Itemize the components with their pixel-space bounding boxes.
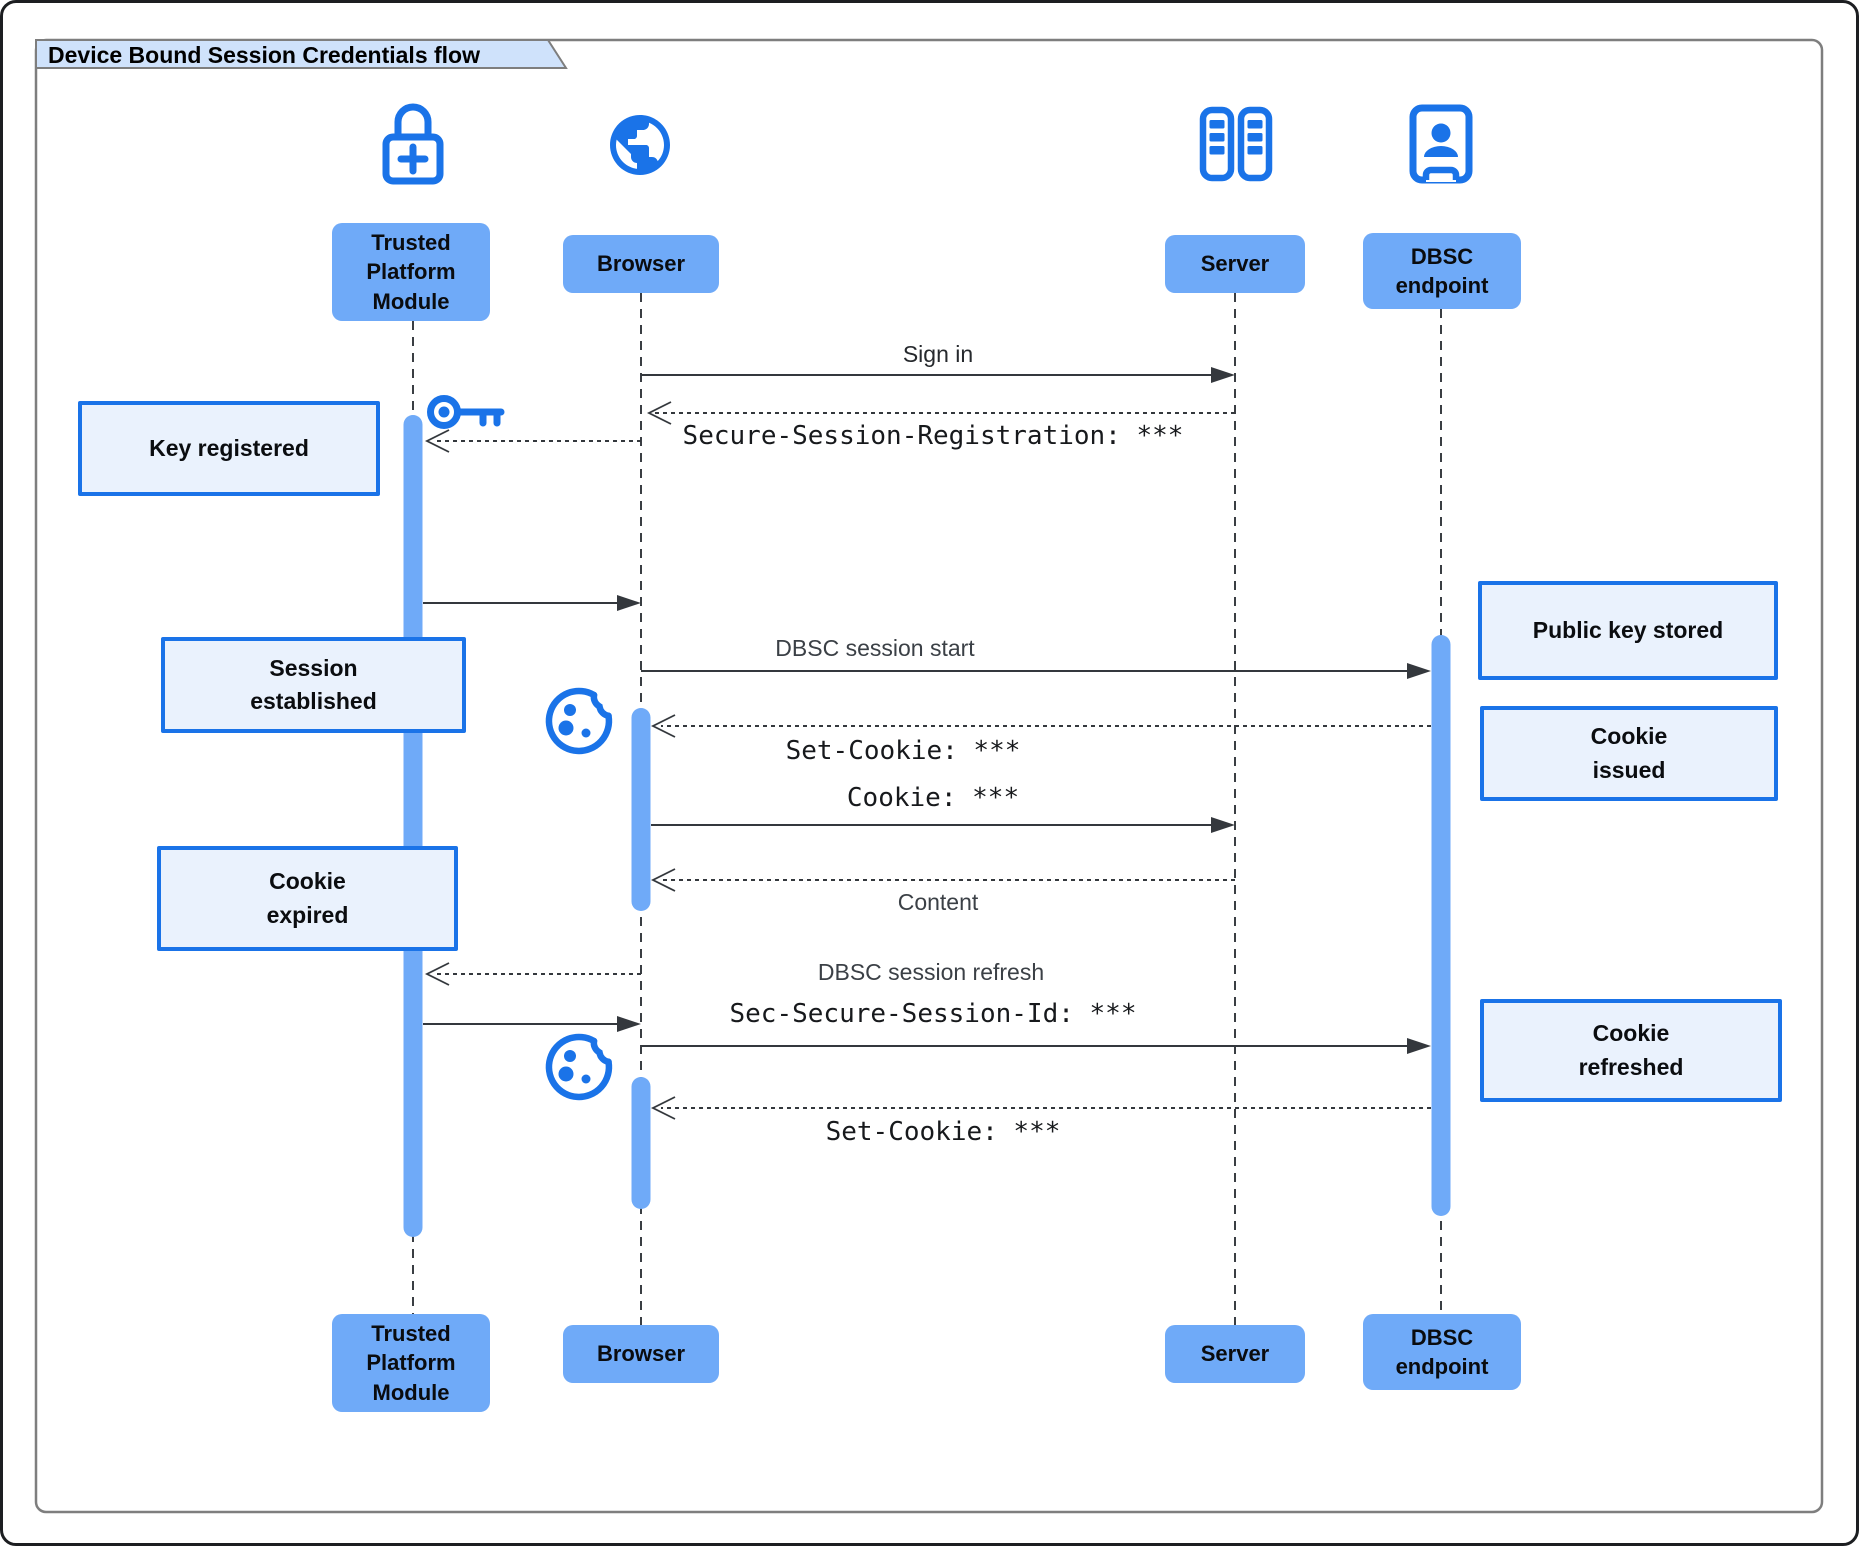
cookie-icon [539, 1027, 619, 1107]
message-set-cookie-1: Set-Cookie: *** [785, 736, 1021, 766]
arrow-browser-to-tpm-2 [424, 962, 641, 986]
actor-dbsc-top: DBSC endpoint [1363, 233, 1521, 309]
server-rack-icon [1199, 106, 1273, 182]
arrow-tpm-to-browser-2 [423, 1016, 641, 1032]
actor-browser-top: Browser [563, 235, 719, 293]
arrow-tpm-to-browser-1 [423, 595, 641, 611]
arrow-set-cookie-1 [650, 714, 1431, 738]
sequence-diagram-drawing [34, 38, 1824, 1514]
globe-icon [604, 109, 676, 181]
actor-server-bottom: Server [1165, 1325, 1305, 1383]
actor-server-top: Server [1165, 235, 1305, 293]
message-dbsc-session-start: DBSC session start [775, 635, 975, 661]
lock-plus-icon [378, 99, 448, 187]
message-secure-session-registration: Secure-Session-Registration: *** [682, 421, 1184, 451]
activation-bar-dbsc [1431, 635, 1451, 1216]
message-set-cookie-2: Set-Cookie: *** [825, 1117, 1061, 1147]
message-sec-secure-session-id: Sec-Secure-Session-Id: *** [729, 999, 1137, 1029]
activation-bar-browser-2 [631, 1077, 651, 1209]
note-cookie-issued: Cookie issued [1480, 706, 1778, 801]
note-key-registered: Key registered [78, 401, 380, 496]
activation-bar-tpm [403, 415, 423, 1237]
arrow-browser-to-tpm-1 [424, 429, 641, 453]
message-sign-in: Sign in [902, 341, 974, 367]
diagram-border [34, 38, 1824, 1514]
door-person-icon [1409, 104, 1473, 184]
arrow-content [650, 868, 1235, 892]
title-tab-shape [35, 39, 568, 69]
arrow-secure-session-registration [646, 401, 1235, 425]
note-public-key-stored: Public key stored [1478, 581, 1778, 680]
arrow-sign-in [641, 367, 1235, 383]
arrow-dbsc-session-start [641, 663, 1431, 679]
note-cookie-refreshed: Cookie refreshed [1480, 999, 1782, 1102]
message-dbsc-session-refresh: DBSC session refresh [817, 959, 1045, 985]
arrows [423, 367, 1431, 1120]
arrow-cookie [651, 817, 1235, 833]
diagram-title: Device Bound Session Credentials flow [48, 42, 480, 68]
note-cookie-expired: Cookie expired [157, 846, 458, 951]
message-content: Content [897, 889, 979, 915]
activation-bar-browser-1 [631, 708, 651, 911]
actor-dbsc-bottom: DBSC endpoint [1363, 1314, 1521, 1390]
message-cookie: Cookie: *** [846, 783, 1020, 813]
cookie-icon [539, 681, 619, 761]
actor-tpm-top: Trusted Platform Module [332, 223, 490, 321]
key-icon [423, 379, 507, 445]
activation-bars [403, 415, 1451, 1237]
arrow-set-cookie-2 [650, 1096, 1431, 1120]
actor-tpm-bottom: Trusted Platform Module [332, 1314, 490, 1412]
actor-browser-bottom: Browser [563, 1325, 719, 1383]
note-session-established: Session established [161, 637, 466, 733]
arrow-dbsc-session-refresh [641, 1038, 1431, 1054]
